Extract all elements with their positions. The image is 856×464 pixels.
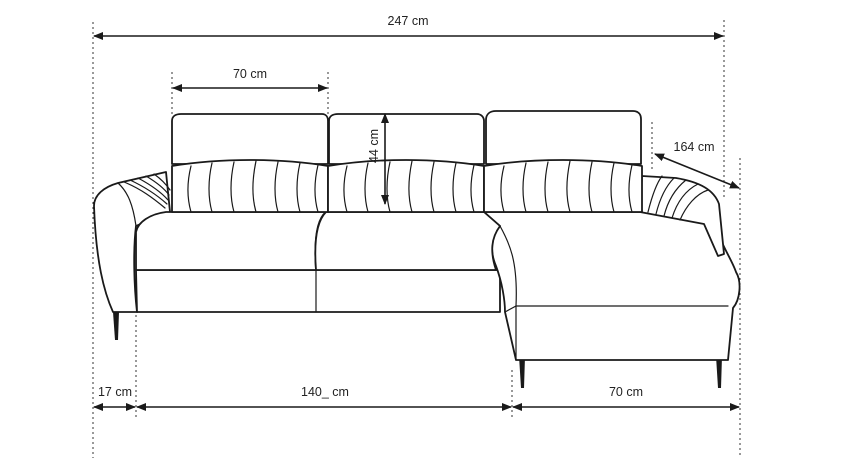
dim-line-chaise-depth — [654, 153, 740, 189]
label-chaise-width: 70 cm — [609, 385, 643, 399]
leg-left — [113, 312, 119, 340]
seat-cushion-middle — [314, 211, 501, 271]
headrest-middle — [328, 113, 485, 165]
label-headrest-height: 44 cm — [367, 129, 381, 163]
back-cushion-left — [171, 159, 329, 213]
label-chaise-depth: 164 cm — [674, 140, 715, 154]
headrest-left — [171, 113, 329, 165]
label-headrest-width: 70 cm — [233, 67, 267, 81]
seat-cushion-left — [135, 211, 327, 271]
sofa-illustration — [93, 110, 741, 388]
dimension-labels: 247 cm 70 cm 44 cm 164 cm 17 cm 140_ cm … — [98, 14, 715, 399]
leg-middle — [519, 356, 525, 388]
back-cushion-middle — [327, 159, 485, 213]
sofa-base — [135, 269, 501, 313]
chaise-body — [483, 211, 741, 361]
headrest-right — [485, 110, 642, 165]
label-total-width: 247 cm — [388, 14, 429, 28]
left-armrest — [93, 171, 171, 313]
label-seat-width: 140_ cm — [301, 385, 349, 399]
back-cushion-right — [483, 159, 643, 213]
label-armrest-width: 17 cm — [98, 385, 132, 399]
dimension-lines — [93, 32, 740, 411]
leg-right — [716, 356, 722, 388]
tufting — [187, 160, 633, 213]
